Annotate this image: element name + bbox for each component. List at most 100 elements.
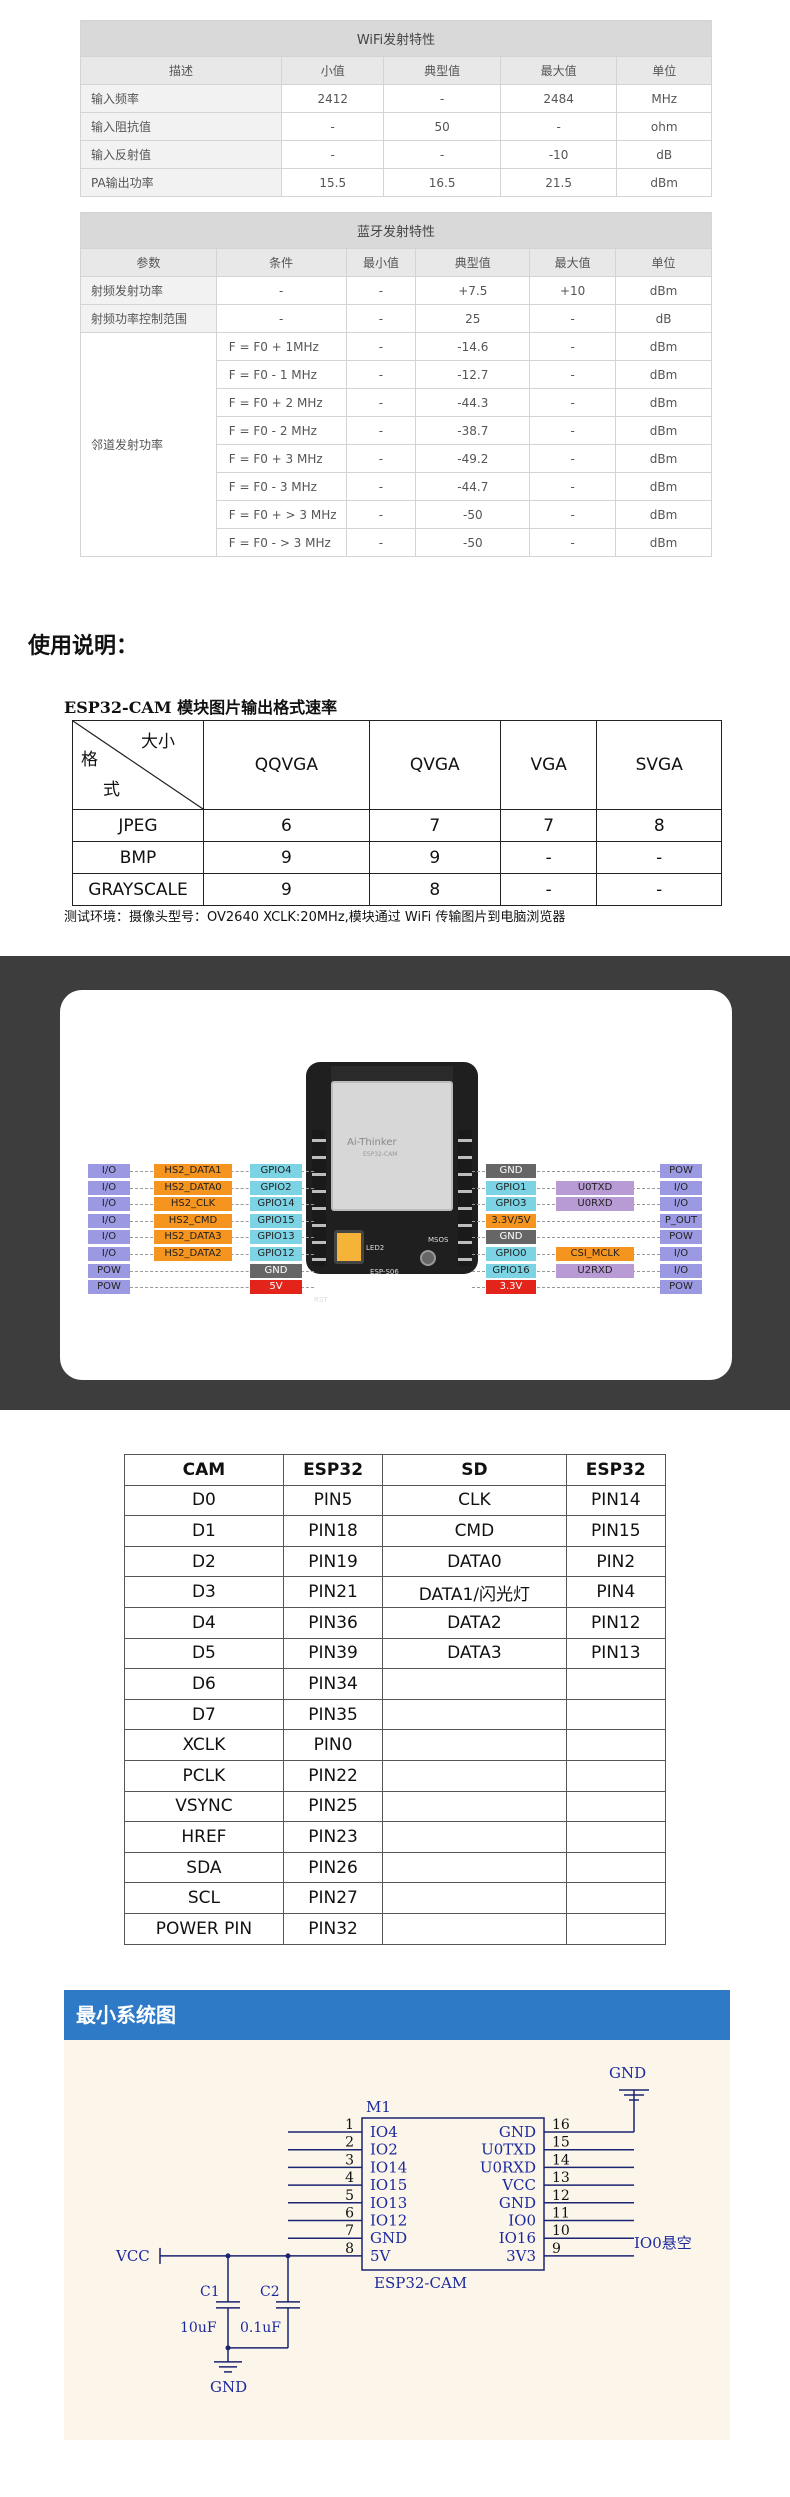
right-pin-type: I/O [660,1180,702,1195]
bt-cell: - [529,332,617,361]
right-pin-type: I/O [660,1263,702,1278]
bt-table-title: 蓝牙发射特性 [80,212,712,249]
pin-table-cell: PIN14 [565,1484,666,1517]
right-pin-number: 13 [552,2170,570,2186]
left-pin-name: IO13 [370,2194,407,2212]
pin-table-header: ESP32 [565,1454,666,1486]
wifi-cell: dB [616,140,712,169]
bt-cell: dBm [615,332,712,361]
pin-table-cell [382,1882,567,1914]
bt-group-label: 邻道发射功率 [80,332,217,557]
pin-table-cell: PIN19 [282,1545,384,1578]
left-pin-type: I/O [88,1197,130,1212]
wifi-cell: 15.5 [281,168,385,197]
reset-button[interactable] [420,1250,436,1266]
bt-header-cell: 参数 [80,248,217,277]
c1-value: 10uF [180,2320,217,2336]
bt-cell: - [345,500,417,529]
bt-cell: dBm [615,500,712,529]
bt-cell: - [529,304,617,333]
left-pin-function: HS2_DATA3 [154,1230,232,1245]
pin-table-cell [382,1668,567,1700]
left-pin-gpio: GPIO12 [250,1247,302,1261]
format-value: 9 [368,841,501,874]
wifi-cell: 21.5 [499,168,618,197]
bt-cell: 25 [415,304,531,333]
pin-table-cell: DATA1/闪光灯 [382,1576,567,1608]
right-pin-lead [472,1287,660,1289]
bt-cell: - [345,528,417,557]
pin-table-cell: PIN4 [565,1576,666,1608]
right-pin-name: IO0 [508,2212,536,2230]
pin-table-cell: PIN0 [282,1729,384,1761]
bt-cell: - [345,416,417,445]
bt-cell: - [345,276,417,305]
bt-cell: - [345,444,417,473]
left-pin-type: I/O [88,1247,130,1261]
format-value: - [596,841,722,874]
bt-cell: F = F0 - 3 MHz [215,472,347,501]
pin-table-cell: PIN13 [565,1637,666,1670]
format-table-note: 测试环境：摄像头型号：OV2640 XCLK:20MHz,模块通过 WiFi 传… [64,910,566,925]
bt-cell: dBm [615,388,712,417]
pin-table-cell: POWER PIN [124,1912,284,1945]
right-pin-gpio: GND [486,1230,536,1245]
bt-cell: - [215,304,347,333]
bt-cell: dBm [615,276,712,305]
bt-cell: -50 [415,500,531,529]
pin-table-cell [565,1729,666,1761]
gnd-top-label: GND [609,2064,646,2082]
bt-cell: - [215,276,347,305]
format-row-name: JPEG [72,809,204,842]
pin-table-cell: DATA3 [382,1637,567,1670]
format-value: 6 [203,809,370,842]
pin-table-cell: DATA0 [382,1545,567,1578]
bt-cell: - [529,360,617,389]
bt-header-cell: 条件 [215,248,347,277]
io0-note: IO0悬空 [634,2234,692,2252]
pin-table-cell: SDA [124,1851,284,1884]
module-sub: ESP32-CAM [363,1151,398,1158]
pin-table-header: SD [382,1454,567,1486]
right-pin-number: 16 [552,2117,570,2133]
pin-table-cell: D0 [124,1484,284,1517]
bt-row: F = F0 - > 3 MHz--50-dBm [81,528,712,557]
format-value: 7 [368,809,501,842]
module-logo: Ai-Thinker [347,1137,397,1148]
pin-table-cell: PIN2 [565,1545,666,1578]
bt-cell: -44.3 [415,388,531,417]
pin-table-cell: D3 [124,1576,284,1608]
chip-body [361,2117,545,2271]
pin-table-cell [382,1821,567,1853]
bt-cell: +10 [529,276,617,305]
left-pin-gpio: 5V [250,1280,302,1295]
left-pin-type: POW [88,1280,130,1295]
right-pin-number: 12 [552,2188,570,2204]
pin-table-cell [565,1790,666,1823]
bt-cell: - [345,304,417,333]
left-pin-gpio: GND [250,1263,302,1278]
right-pin-function: U0TXD [556,1180,634,1195]
format-value: - [596,873,722,906]
left-pin-name: IO14 [370,2158,407,2176]
bt-cell: dBm [615,444,712,473]
bt-row: F = F0 - 3 MHz--44.7-dBm [81,472,712,501]
pin-table-cell: DATA2 [382,1606,567,1639]
format-value: 8 [368,873,501,906]
bt-cell: -14.6 [415,332,531,361]
bt-cell: F = F0 + > 3 MHz [215,500,347,529]
left-pin-lead [130,1270,314,1272]
